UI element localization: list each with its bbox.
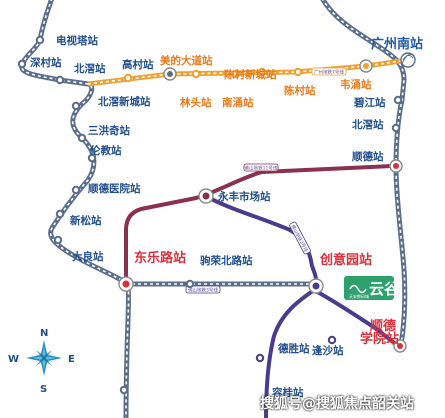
svg-text:佛山地铁3号线: 佛山地铁3号线 (188, 287, 218, 294)
svg-text:云谷: 云谷 (369, 280, 400, 298)
station-label: 顺德站 (352, 150, 384, 163)
station-label: 顺德 (370, 318, 396, 334)
station-ring-icon (293, 67, 303, 77)
interchange-icon (163, 67, 177, 81)
line-eastern (320, 0, 408, 353)
station-ring-icon (231, 69, 241, 79)
line-foshan-3 (204, 194, 400, 418)
station-label: 北滘站 (74, 62, 106, 75)
station-markers (17, 35, 403, 395)
station-label: 北滘站 (352, 118, 384, 131)
station-label: 深村站 (30, 56, 62, 69)
station-label: 碧江站 (353, 96, 386, 109)
station-ring-icon (35, 35, 45, 45)
watermark: 搜狐号@搜狐焦点韶关站 (260, 396, 414, 412)
station-label: 永丰市场站 (217, 190, 271, 203)
interchange-icon (308, 278, 324, 294)
station-label: 学院站 (360, 331, 399, 347)
station-label: 伦教站 (89, 144, 122, 157)
station-label: 高村站 (122, 58, 154, 71)
station-labels: 电视塔站 深村站 北滘站 高村站 北滘新城站 美的大道站 林头站 南涌站 陈村新… (30, 34, 423, 399)
station-ring-icon (327, 335, 337, 345)
station-ring-icon (393, 95, 403, 105)
interchange-markers (118, 59, 407, 353)
station-ring-icon (71, 185, 81, 195)
line-badge-fo11: 佛山地铁11号线 (243, 163, 279, 172)
station-ring-icon (119, 385, 129, 395)
interchange-icon (389, 159, 403, 173)
svg-text:天安数码城: 天安数码城 (349, 293, 369, 299)
station-label: 韦涌站 (340, 78, 372, 91)
station-ring-icon (257, 67, 267, 77)
station-label: 三洪奇站 (88, 124, 130, 137)
interchange-icon (118, 276, 134, 292)
station-ring-icon (185, 279, 195, 289)
station-label: 创意园站 (319, 252, 372, 268)
station-ring-icon (87, 153, 97, 163)
interchange-icon (393, 339, 407, 353)
station-label: 顺德医院站 (88, 182, 141, 195)
station-label: 电视塔站 (56, 34, 98, 47)
interchange-icon (359, 59, 373, 73)
line-badge-gz7: 广州地铁7号线 (311, 67, 347, 76)
station-ring-icon (191, 69, 201, 79)
station-label: 陈村新城站 (224, 68, 277, 81)
svg-text:佛山地铁11号线: 佛山地铁11号线 (245, 165, 278, 172)
station-label: 陈村站 (284, 84, 316, 97)
svg-text:佛山地铁3号线: 佛山地铁3号线 (289, 223, 309, 253)
station-label: 广州南站 (371, 36, 423, 52)
station-label: 南涌站 (222, 96, 254, 109)
line-foshan-11 (124, 164, 393, 282)
station-ring-icon (71, 101, 81, 111)
station-ring-icon (255, 353, 265, 363)
station-label: 逢沙站 (312, 344, 344, 357)
svg-text:广州地铁7号线: 广州地铁7号线 (314, 69, 344, 76)
station-ring-icon (77, 133, 87, 143)
station-label: 北滘新城站 (98, 95, 151, 108)
station-ring-icon (55, 75, 65, 85)
station-markers-orange (123, 67, 303, 83)
line-badge-fo3-bottom: 佛山地铁3号线 (185, 285, 221, 294)
station-label: 德胜站 (277, 342, 310, 355)
station-label: 容桂站 (271, 386, 304, 399)
svg-text:N: N (40, 328, 48, 339)
svg-text:E: E (68, 354, 75, 365)
station-ring-icon (17, 59, 27, 69)
station-label: 驹荣北路站 (200, 254, 253, 267)
logo-icon: 云谷 天安数码城 (344, 276, 400, 300)
station-ring-icon (55, 209, 65, 219)
rail-hub-icon (400, 52, 416, 68)
station-label: 新松站 (70, 214, 102, 227)
station-label: 东乐路站 (134, 250, 186, 266)
line-badge-fo3-mid: 佛山地铁3号线 (289, 221, 311, 255)
svg-text:S: S (40, 384, 47, 395)
station-label: 林头站 (180, 96, 212, 109)
station-label: 美的大道站 (160, 54, 213, 67)
station-ring-icon (53, 235, 63, 245)
station-ring-icon (123, 73, 133, 83)
compass-icon: N S E W (8, 328, 75, 395)
svg-text:W: W (8, 354, 19, 365)
station-label: 大良站 (72, 250, 104, 263)
interchange-icon (198, 188, 214, 204)
station-ring-icon (391, 123, 401, 133)
